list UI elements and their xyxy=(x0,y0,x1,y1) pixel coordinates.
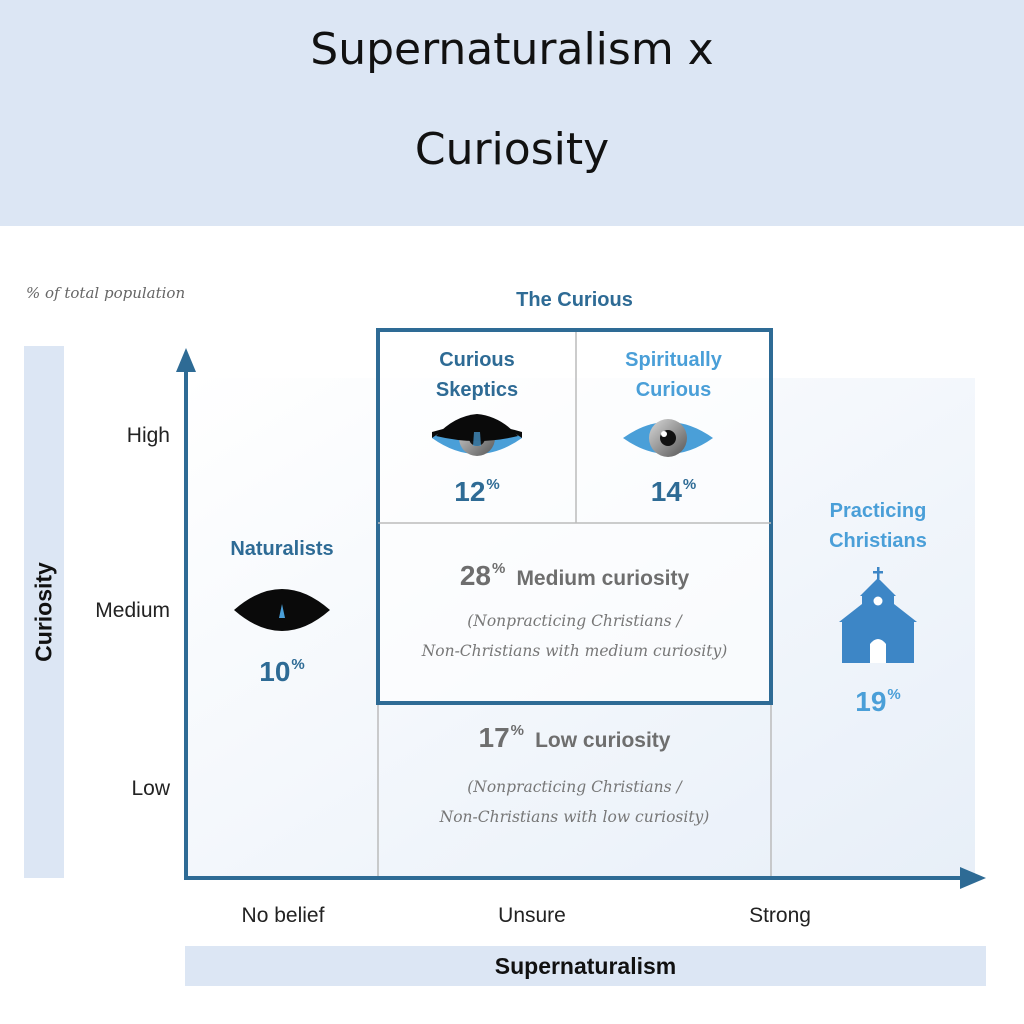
y-tick-medium: Medium xyxy=(95,599,170,622)
medium-curiosity-label: Medium curiosity xyxy=(516,567,690,590)
y-tick-low: Low xyxy=(131,777,170,800)
closed-eye-icon xyxy=(234,589,330,631)
x-axis-title: Supernaturalism xyxy=(494,953,677,979)
naturalists-label: Naturalists xyxy=(230,538,334,560)
title-banner: Supernaturalism x Curiosity xyxy=(0,0,1024,226)
x-tick-no-belief: No belief xyxy=(241,904,325,927)
practicing-christians-label: Practicing Christians xyxy=(796,496,960,556)
medium-curiosity-note-line-1: (Nonpracticing Christians / xyxy=(467,612,682,630)
x-axis-arrow xyxy=(960,867,986,889)
x-tick-unsure: Unsure xyxy=(498,904,566,927)
low-curiosity-label: Low curiosity xyxy=(535,729,671,752)
x-tick-strong: Strong xyxy=(749,904,811,927)
medium-curiosity-value: 28% xyxy=(459,560,506,591)
curious-skeptics-label-line-1: Curious xyxy=(439,349,515,371)
medium-curiosity-note: (Nonpracticing Christians / Non-Christia… xyxy=(378,606,771,666)
practicing-christians-label-line-1: Practicing xyxy=(829,500,927,522)
half-closed-eye-icon xyxy=(432,414,522,456)
practicing-christians-value: 19% xyxy=(855,686,901,717)
medium-curiosity-heading: 28% Medium curiosity xyxy=(378,560,771,592)
curious-skeptics-label: Curious Skeptics xyxy=(378,345,576,405)
the-curious-label: The Curious xyxy=(516,289,633,311)
spiritually-curious-label-line-1: Spiritually xyxy=(625,349,722,371)
practicing-christians-label-line-2: Christians xyxy=(829,530,927,552)
church-door xyxy=(870,639,886,663)
spiritually-curious-value: 14% xyxy=(650,476,697,507)
population-footnote: % of total population xyxy=(26,284,186,302)
low-curiosity-value: 17% xyxy=(478,722,525,753)
medium-curiosity-note-line-2: Non-Christians with medium curiosity) xyxy=(421,642,728,660)
spiritually-curious-label-line-2: Curious xyxy=(635,379,712,401)
spiritually-curious-label: Spiritually Curious xyxy=(576,345,771,405)
curious-skeptics-value: 12% xyxy=(454,476,500,507)
naturalists-value: 10% xyxy=(259,656,305,687)
open-eye-icon xyxy=(623,419,713,457)
low-curiosity-note-line-2: Non-Christians with low curiosity) xyxy=(439,808,710,826)
the-curious-box xyxy=(376,328,773,705)
title-line-2: Curiosity xyxy=(414,124,610,175)
low-curiosity-note: (Nonpracticing Christians / Non-Christia… xyxy=(378,772,771,832)
title-line-1: Supernaturalism x xyxy=(310,24,714,75)
y-tick-high: High xyxy=(126,424,170,447)
x-axis-title-bar xyxy=(185,946,986,986)
curious-skeptics-label-line-2: Skeptics xyxy=(435,379,519,401)
low-curiosity-note-line-1: (Nonpracticing Christians / xyxy=(467,778,682,796)
low-curiosity-heading: 17% Low curiosity xyxy=(378,722,771,754)
y-axis-arrow xyxy=(176,348,196,372)
church-window xyxy=(873,596,883,606)
y-axis-title-bar xyxy=(24,346,64,878)
